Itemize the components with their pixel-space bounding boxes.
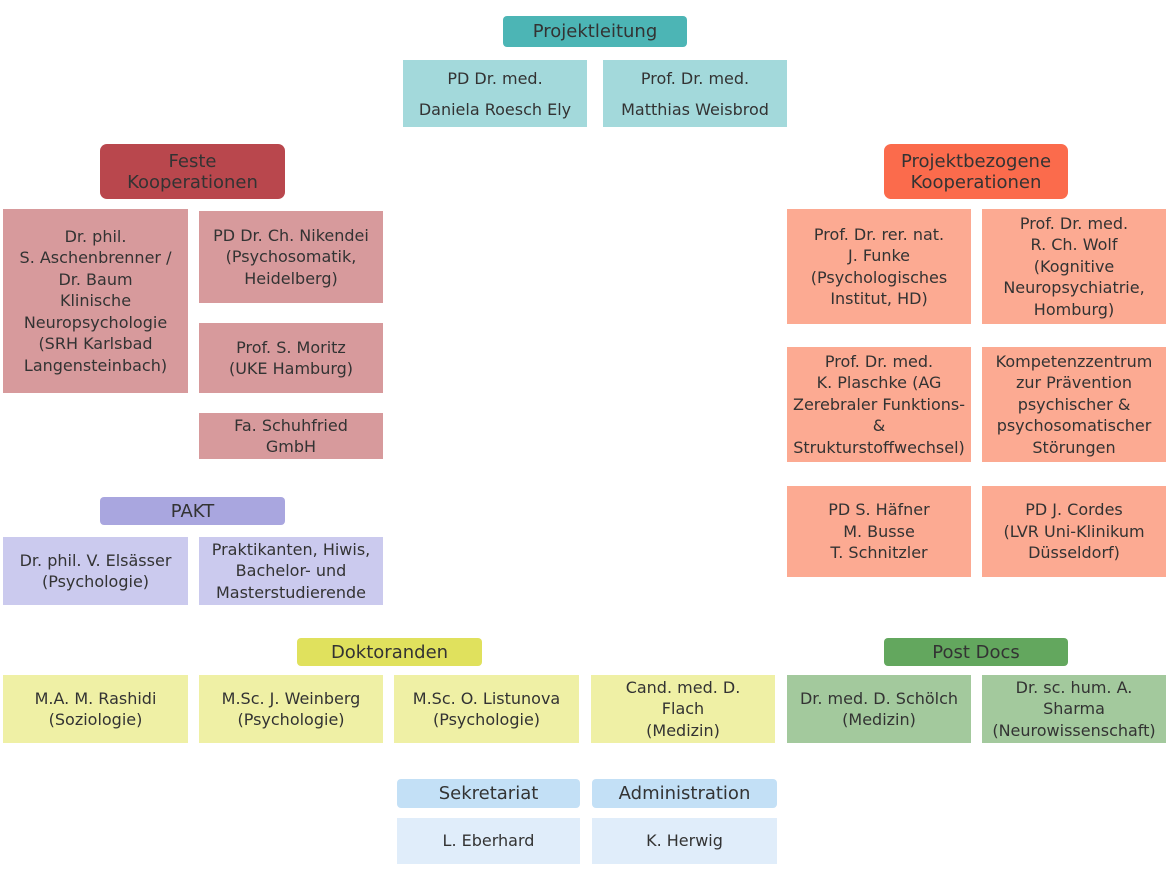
projektbezogene-kooperation-plaschke: Prof. Dr. med. K. Plaschke (AG Zerebrale… [787, 347, 971, 462]
doktorand-weinberg: M.Sc. J. Weinberg (Psychologie) [199, 675, 383, 743]
projektleitung-person-1: PD Dr. med. Daniela Roesch Ely [403, 60, 587, 127]
sekretariat-person: L. Eberhard [397, 818, 580, 864]
post-docs-header: Post Docs [884, 638, 1068, 666]
doktorand-listunova: M.Sc. O. Listunova (Psychologie) [394, 675, 579, 743]
projektbezogene-kooperation-wolf: Prof. Dr. med. R. Ch. Wolf (Kognitive Ne… [982, 209, 1166, 324]
doktoranden-header: Doktoranden [297, 638, 482, 666]
doktorand-rashidi: M.A. M. Rashidi (Soziologie) [3, 675, 188, 743]
projektbezogene-kooperation-haefner: PD S. Häfner M. Busse T. Schnitzler [787, 486, 971, 577]
projektbezogene-kooperation-kompetenzzentrum: Kompetenzzentrum zur Prävention psychisc… [982, 347, 1166, 462]
projektbezogene-kooperation-funke: Prof. Dr. rer. nat. J. Funke (Psychologi… [787, 209, 971, 324]
administration-header: Administration [592, 779, 777, 808]
pakt-header: PAKT [100, 497, 285, 525]
feste-kooperation-srh: Dr. phil. S. Aschenbrenner / Dr. Baum Kl… [3, 209, 188, 393]
pakt-member-elsaesser: Dr. phil. V. Elsässer (Psychologie) [3, 537, 188, 605]
feste-kooperationen-header: Feste Kooperationen [100, 144, 285, 199]
feste-kooperation-schuhfried: Fa. Schuhfried GmbH [199, 413, 383, 459]
feste-kooperation-moritz: Prof. S. Moritz (UKE Hamburg) [199, 323, 383, 393]
projektleitung-header: Projektleitung [503, 16, 687, 47]
projektleitung-label: Projektleitung [532, 21, 658, 42]
pakt-member-praktikanten: Praktikanten, Hiwis, Bachelor- und Maste… [199, 537, 383, 605]
post-doc-schoelch: Dr. med. D. Schölch (Medizin) [787, 675, 971, 743]
projektbezogene-kooperation-cordes: PD J. Cordes (LVR Uni-Klinikum Düsseldor… [982, 486, 1166, 577]
feste-kooperation-nikendei: PD Dr. Ch. Nikendei (Psychosomatik, Heid… [199, 211, 383, 303]
projektbezogene-kooperationen-header: Projektbezogene Kooperationen [884, 144, 1068, 199]
doktorand-flach: Cand. med. D. Flach (Medizin) [591, 675, 775, 743]
post-doc-sharma: Dr. sc. hum. A. Sharma (Neurowissenschaf… [982, 675, 1166, 743]
administration-person: K. Herwig [592, 818, 777, 864]
projektleitung-person-2: Prof. Dr. med. Matthias Weisbrod [603, 60, 787, 127]
sekretariat-header: Sekretariat [397, 779, 580, 808]
